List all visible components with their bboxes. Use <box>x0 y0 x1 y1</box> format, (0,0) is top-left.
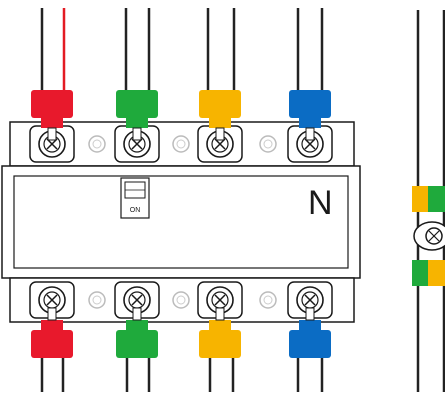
top-wire-4 <box>296 8 324 92</box>
neutral-label: N <box>308 184 333 222</box>
side-ferrule-bottom <box>412 260 445 286</box>
top-wire-1 <box>40 8 66 92</box>
bottom-wire-3 <box>208 358 235 392</box>
bottom-ferrule-yellow <box>199 307 241 358</box>
bottom-ferrule-red <box>31 307 73 358</box>
top-ferrule-yellow <box>199 90 241 141</box>
bottom-decor-circles <box>88 291 277 309</box>
top-wire-2 <box>124 8 151 92</box>
top-terminal-screw-icon-1[interactable] <box>29 125 75 163</box>
bottom-wire-2 <box>125 358 151 392</box>
breaker-label-window <box>13 175 349 269</box>
bottom-terminal-screw-icon-2[interactable] <box>114 281 160 319</box>
top-ferrule-blue <box>289 90 331 141</box>
top-ferrule-red <box>31 90 73 141</box>
top-wire-3 <box>206 8 236 92</box>
top-wire-group <box>40 8 324 92</box>
top-decor-circles <box>88 135 277 153</box>
top-ferrule-green <box>116 90 158 141</box>
bottom-wire-group <box>40 358 324 392</box>
switch-on-label: ON <box>130 207 141 214</box>
bottom-ferrule-green <box>116 307 158 358</box>
bottom-ferrule-blue <box>289 307 331 358</box>
side-ferrule-top <box>412 186 445 212</box>
bottom-wire-4 <box>296 358 324 392</box>
bottom-wire-1 <box>40 358 65 392</box>
bottom-terminal-screw-icon-4[interactable] <box>287 281 333 319</box>
toggle-switch[interactable]: ON <box>120 177 150 219</box>
